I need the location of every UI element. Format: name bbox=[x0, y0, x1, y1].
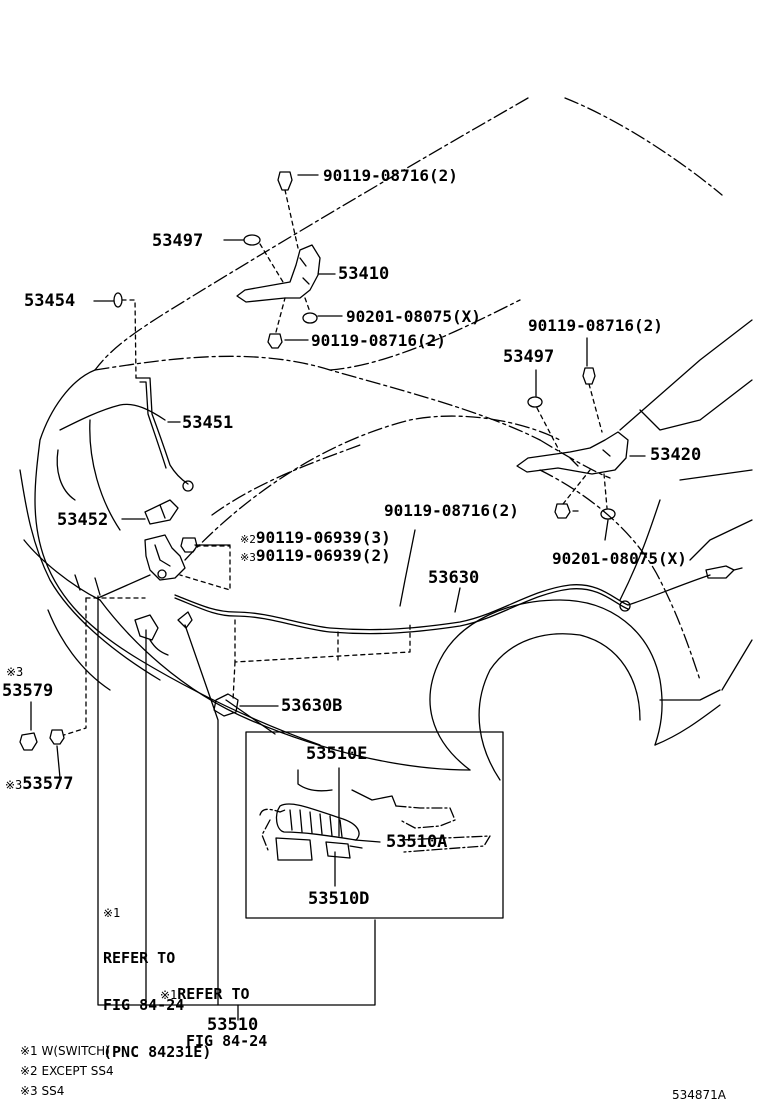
callout-53510D: 53510D bbox=[308, 889, 370, 909]
callout-53410: 53410 bbox=[338, 264, 390, 284]
hood-outline bbox=[94, 97, 723, 681]
callout-53630B: 53630B bbox=[281, 696, 343, 716]
callout-53420: 53420 bbox=[650, 445, 702, 465]
callout-90119-06939-a: ※290119-06939(3) bbox=[240, 528, 391, 547]
callout-53579: 53579 bbox=[2, 681, 54, 701]
note-mark: ※3 bbox=[240, 551, 256, 564]
callout-53630: 53630 bbox=[428, 568, 480, 588]
cable-clip bbox=[213, 693, 239, 717]
callout-53497-right: 53497 bbox=[503, 347, 555, 367]
reference-note-2: ※1REFER TO FIG 84-24 bbox=[160, 984, 268, 1050]
nut bbox=[19, 732, 38, 751]
figure-id: 534871A bbox=[672, 1088, 727, 1102]
callout-53497-left: 53497 bbox=[152, 231, 204, 251]
note-mark: ※2 bbox=[240, 533, 256, 546]
callout-53454: 53454 bbox=[24, 291, 76, 311]
leader-lines bbox=[30, 174, 646, 1021]
body-outline bbox=[19, 319, 753, 781]
note-mark: ※3 bbox=[5, 778, 23, 792]
hood-hinge-right bbox=[516, 431, 629, 475]
callout-53510E: 53510E bbox=[306, 744, 368, 764]
callout-53577: ※353577 bbox=[5, 774, 74, 794]
legend-item-3: ※3 SS4 bbox=[20, 1084, 65, 1098]
legend-item-2: ※2 EXCEPT SS4 bbox=[20, 1064, 114, 1078]
callout-53451: 53451 bbox=[182, 413, 234, 433]
bolt-icon bbox=[49, 171, 596, 745]
legend-item-1: ※1 W(SWITCH) bbox=[20, 1044, 110, 1058]
reference-note-1: ※1 REFER TO FIG 84-24 (PNC 84231E) bbox=[103, 905, 212, 1062]
callout-90201-08075-top: 90201-08075(X) bbox=[346, 307, 481, 326]
callout-90119-06939-b: ※390119-06939(2) bbox=[240, 546, 391, 565]
callout-90119-08716-top: 90119-08716(2) bbox=[323, 166, 458, 185]
callout-90119-08716-lower: 90119-08716(2) bbox=[384, 501, 519, 520]
callout-90201-08075-lower: 90201-08075(X) bbox=[552, 549, 687, 568]
release-cable bbox=[174, 565, 743, 635]
callout-53510A: 53510A bbox=[386, 832, 448, 852]
callout-53510: 53510 bbox=[207, 1015, 259, 1035]
hood-lock bbox=[134, 534, 193, 656]
callout-90119-08716-mid: 90119-08716(2) bbox=[311, 331, 446, 350]
callout-53452: 53452 bbox=[57, 510, 109, 530]
hood-support-rod bbox=[135, 377, 194, 525]
inset-lever-detail bbox=[245, 731, 504, 919]
callout-53579-mark: ※3 bbox=[6, 665, 24, 679]
note-mark: ※1 bbox=[103, 905, 121, 920]
note-mark: ※1 bbox=[160, 987, 178, 1002]
dashed-leaders bbox=[63, 189, 608, 736]
callout-90119-08716-right: 90119-08716(2) bbox=[528, 316, 663, 335]
